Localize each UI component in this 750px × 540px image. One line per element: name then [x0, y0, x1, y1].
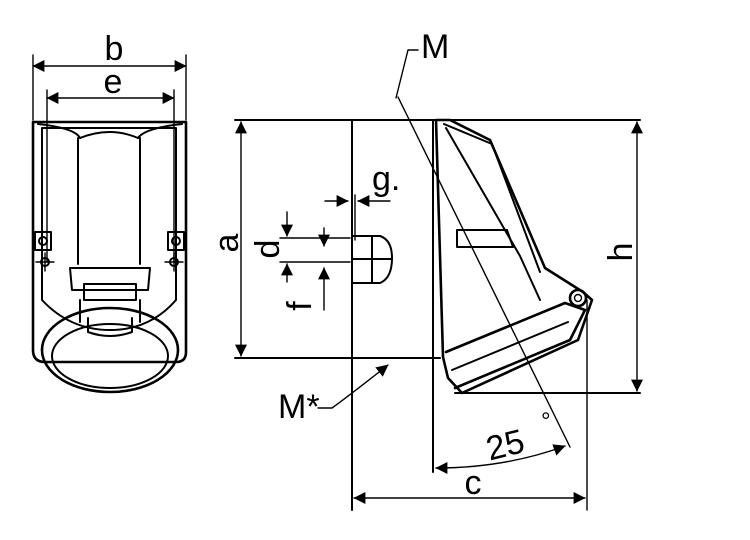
label-d: d	[249, 240, 287, 259]
socket-lid	[40, 306, 180, 394]
label-M: M	[421, 28, 449, 66]
leader-M	[395, 49, 419, 99]
label-h: h	[602, 243, 640, 262]
label-f: f	[281, 301, 319, 311]
side-view: a h c g. d f	[208, 28, 643, 511]
lid-hinge	[568, 288, 588, 308]
left-mounting-lug	[34, 231, 52, 251]
right-mounting-lug	[167, 231, 185, 251]
angle-value: 25	[482, 422, 528, 468]
side-housing	[434, 118, 594, 395]
label-e: e	[104, 63, 123, 101]
label-b: b	[105, 30, 124, 68]
side-lid	[444, 301, 587, 390]
angle-arc	[435, 444, 566, 474]
leader-M-star	[317, 364, 389, 409]
front-view: b e	[31, 30, 188, 394]
tilt-axis	[397, 96, 571, 448]
label-a: a	[208, 233, 246, 252]
angle-degree: °	[541, 408, 551, 435]
label-g: g.	[372, 160, 400, 198]
label-c: c	[465, 464, 482, 502]
label-M-star: M*	[278, 388, 320, 426]
